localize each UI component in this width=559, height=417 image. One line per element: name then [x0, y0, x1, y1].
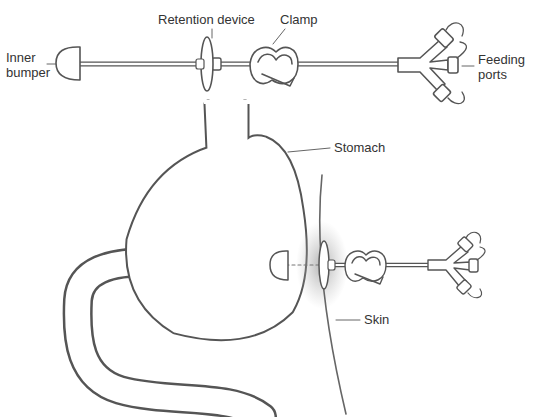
stomach-outline	[130, 100, 304, 337]
skin-line	[320, 175, 346, 414]
part-label: Feeding ports	[478, 52, 548, 82]
inner-bumper	[56, 47, 80, 80]
clamp	[250, 48, 298, 86]
part-label: Retention device	[158, 12, 278, 27]
feeding-ports	[398, 23, 466, 104]
part-label: Inner bumper	[6, 50, 52, 80]
upper-device	[56, 23, 466, 104]
tissue-label: Skin	[364, 312, 424, 327]
lower-device	[270, 232, 485, 297]
part-label: Clamp	[280, 12, 340, 27]
organ-label: Stomach	[334, 140, 414, 155]
